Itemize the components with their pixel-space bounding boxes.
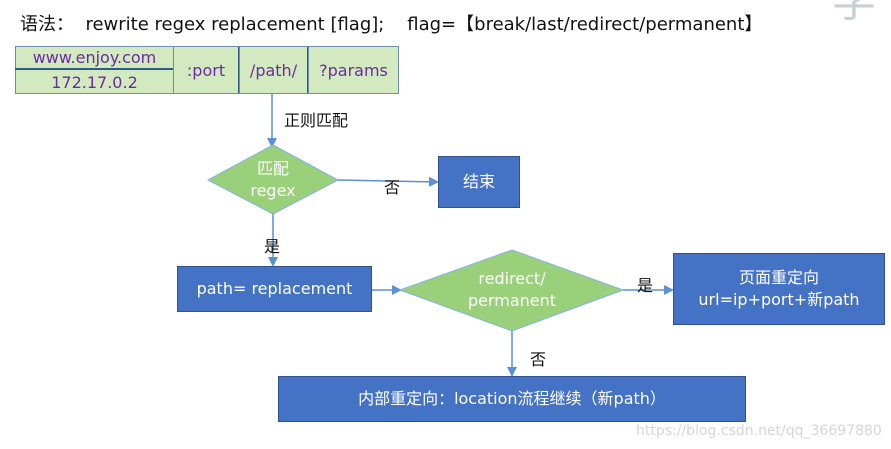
page-redirect-line1: 页面重定向 bbox=[738, 268, 819, 288]
edge-label-yes-1: 是 bbox=[264, 237, 281, 256]
internal-redirect-box: 内部重定向：location流程继续（新path） bbox=[278, 376, 746, 422]
syntax-flag-label: flag= bbox=[407, 14, 457, 35]
url-port: :port bbox=[173, 46, 240, 94]
url-path: /path/ bbox=[239, 46, 309, 94]
redirect-diamond-line2: permanent bbox=[467, 290, 557, 310]
host-ip-divider bbox=[15, 68, 174, 70]
redirect-diamond-line1: redirect/ bbox=[478, 269, 546, 288]
syntax-command: rewrite regex replacement [flag]; bbox=[85, 14, 385, 35]
page-redirect-line2: url=ip+port+新path bbox=[698, 290, 860, 309]
page-redirect-box: 页面重定向 url=ip+port+新path bbox=[673, 253, 885, 325]
match-diamond-line2: regex bbox=[250, 180, 296, 200]
edge-label-no-2: 否 bbox=[530, 350, 547, 369]
watermark-url: https://blog.csdn.net/qq_36697880 bbox=[636, 423, 882, 439]
edge-label-yes-2: 是 bbox=[637, 276, 654, 295]
syntax-flag-options: 【break/last/redirect/permanent】 bbox=[456, 14, 763, 35]
edge-label-regex-match: 正则匹配 bbox=[284, 111, 349, 130]
redirect-diamond-label: redirect/ permanent bbox=[442, 268, 582, 311]
edge-label-no-1: 否 bbox=[384, 178, 401, 197]
match-diamond-label: 匹配 regex bbox=[223, 158, 323, 201]
url-params: ?params bbox=[308, 46, 399, 94]
end-box: 结束 bbox=[438, 156, 520, 208]
replacement-box: path= replacement bbox=[177, 266, 372, 312]
syntax-label: 语法： bbox=[20, 14, 74, 35]
url-ip: 172.17.0.2 bbox=[51, 72, 138, 92]
syntax-line: 语法： rewrite regex replacement [flag]; fl… bbox=[20, 10, 762, 36]
edge-match-to-end bbox=[337, 176, 439, 187]
url-host: www.enjoy.com bbox=[32, 48, 157, 67]
corner-glyph: 学 bbox=[832, 0, 876, 27]
match-diamond-line1: 匹配 bbox=[256, 159, 289, 178]
